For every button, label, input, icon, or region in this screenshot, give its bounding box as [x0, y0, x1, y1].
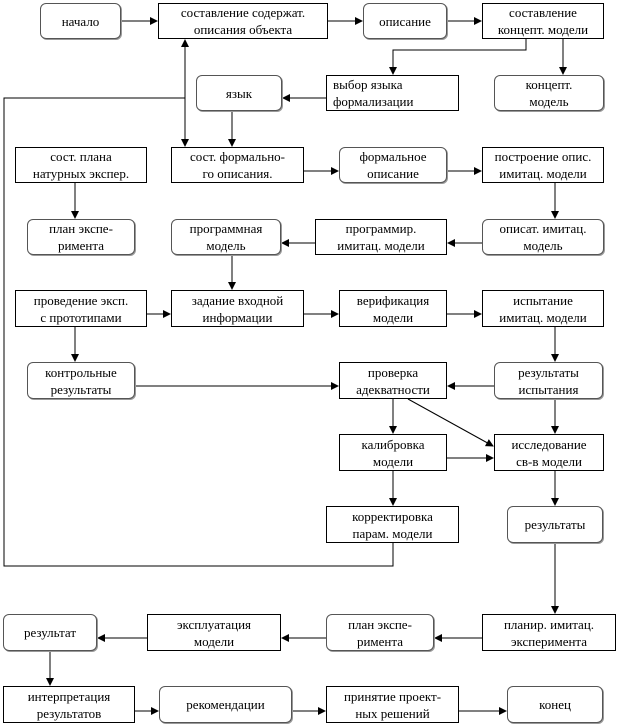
arrow-adeq-study — [407, 398, 494, 447]
node-recommendations: рекомендации — [159, 686, 292, 723]
arrow-concept-langsel — [389, 39, 527, 75]
node-build-simulation-description: построение опис. имитац. модели — [482, 147, 604, 183]
node-programming-simulation: программир. имитац. модели — [315, 219, 447, 255]
node-experiment-plan-2: план экспе- римента — [326, 614, 434, 651]
node-program-model: программная модель — [171, 219, 281, 255]
node-adequacy-check: проверка адекватности — [339, 362, 447, 399]
node-language-selection: выбор языка формализации — [326, 75, 459, 111]
node-results: результаты — [507, 506, 603, 543]
node-description: описание — [363, 3, 447, 39]
node-verification: верификация модели — [339, 290, 447, 327]
node-content-description: составление содержат. описания объекта — [158, 3, 328, 39]
node-concept-model-building: составление концепт. модели — [482, 3, 604, 39]
node-natural-experiment-plan: сост. плана натурных экспер. — [15, 147, 147, 183]
node-descriptive-simulation-model: описат. имитац. модель — [482, 219, 604, 255]
node-test-results: результаты испытания — [494, 362, 603, 399]
node-end: конец — [507, 686, 603, 723]
node-language: язык — [196, 75, 282, 111]
node-control-results: контрольные результаты — [27, 362, 135, 399]
node-model-testing: испытание имитац. модели — [482, 290, 604, 327]
node-formal-description: формальное описание — [339, 147, 447, 183]
node-calibration: калибровка модели — [339, 434, 447, 471]
node-experiment-plan-1: план экспе- римента — [27, 219, 135, 255]
node-start: начало — [40, 3, 121, 39]
node-interpretation: интерпретация результатов — [3, 686, 135, 723]
feedback-line-corr-content — [3, 97, 394, 567]
node-simulation-experiment-planning: планир. имитац. эксперимента — [482, 614, 616, 651]
node-parameter-correction: корректировка парам. модели — [326, 506, 459, 543]
node-model-study: исследование св-в модели — [494, 434, 604, 471]
node-result: результат — [3, 614, 97, 651]
node-input-data: задание входной информации — [171, 290, 304, 327]
node-design-decisions: принятие проект- ных решений — [326, 686, 459, 723]
node-prototype-experiments: проведение эксп. с прототипами — [15, 290, 147, 327]
node-model-operation: эксплуатация модели — [147, 614, 281, 651]
node-concept-model: концепт. модель — [494, 75, 604, 111]
node-formal-description-building: сост. формально- го описания. — [171, 147, 304, 183]
